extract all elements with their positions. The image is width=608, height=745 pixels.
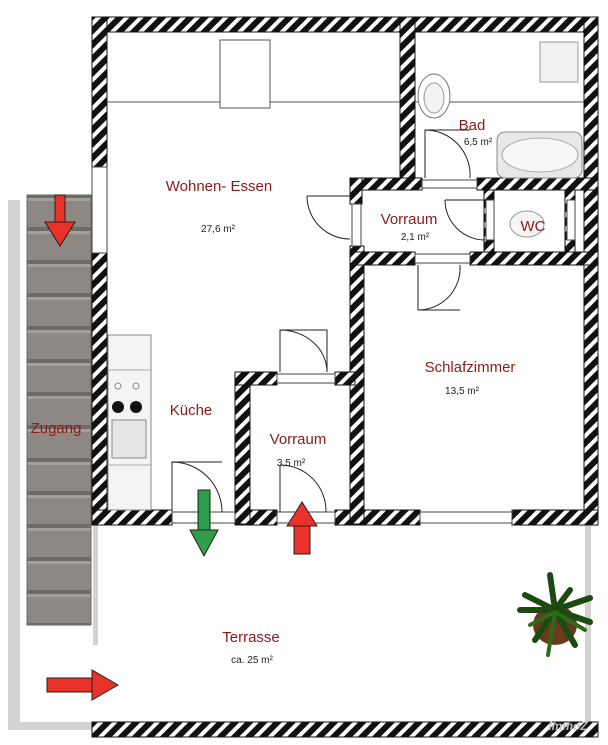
area-schlafzimmer: 13,5 m²	[445, 386, 480, 397]
area-wohnen: 27,6 m²	[201, 224, 236, 235]
bathroom-fixtures	[417, 41, 583, 238]
room-label-vorraum-upper: Vorraum	[381, 211, 438, 228]
kitchen-counter	[107, 334, 152, 511]
terrace-outline	[8, 200, 591, 730]
doors	[171, 129, 486, 513]
wc-toilet	[509, 210, 545, 238]
fixtures	[107, 39, 584, 109]
room-label-wohnen: Wohnen- Essen	[166, 178, 272, 195]
room-label-bad: Bad	[459, 117, 486, 134]
stove-burner	[130, 401, 142, 413]
room-label-kueche: Küche	[170, 402, 213, 419]
plant	[517, 572, 593, 657]
stairs	[27, 195, 91, 625]
entry-arrow-vorraum	[286, 501, 318, 555]
windows	[91, 166, 576, 524]
exit-arrow-kitchen	[189, 489, 219, 558]
watermark: ImmoZ	[548, 719, 588, 733]
area-vorraum-upper: 2,1 m²	[401, 232, 430, 243]
room-label-zugang: Zugang	[31, 420, 82, 437]
stove-burner	[112, 401, 124, 413]
area-terrasse: ca. 25 m²	[231, 655, 273, 666]
room-label-vorraum-lower: Vorraum	[270, 431, 327, 448]
area-vorraum-lower: 3,5 m²	[277, 458, 306, 469]
room-label-schlafzimmer: Schlafzimmer	[425, 359, 516, 376]
entry-arrow-terrace	[46, 669, 120, 701]
room-label-terrasse: Terrasse	[222, 629, 280, 646]
room-label-wc: WC	[521, 218, 546, 235]
entry-arrow-stairs	[44, 194, 76, 247]
area-bad: 6,5 m²	[464, 137, 493, 148]
toilet-bad	[539, 41, 579, 83]
